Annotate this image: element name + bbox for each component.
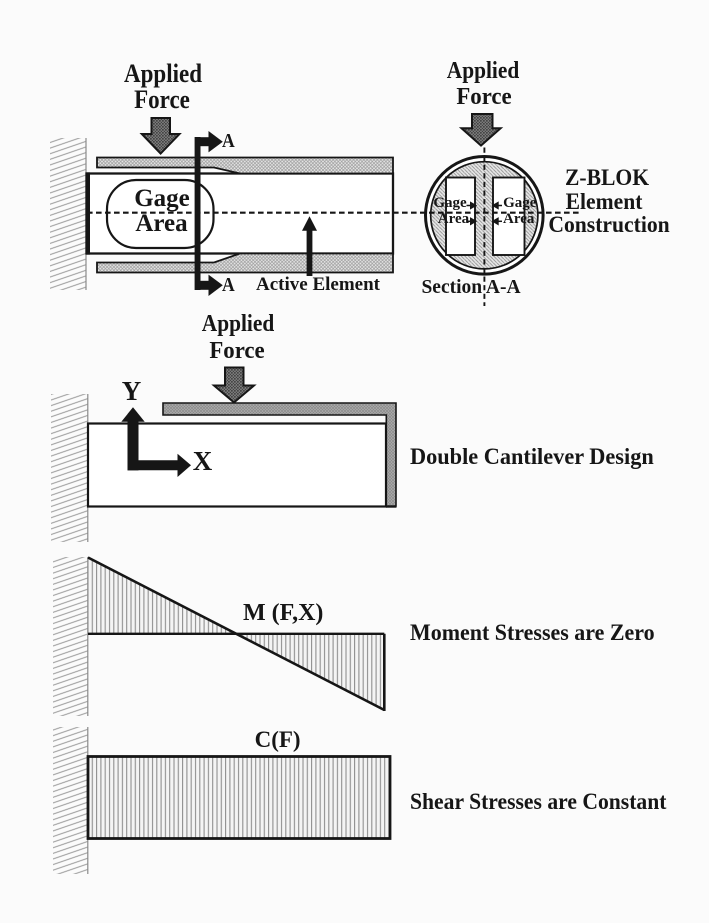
active-element-label: Active Element	[256, 274, 380, 296]
shear-group	[53, 727, 392, 874]
moment-group	[53, 556, 386, 716]
zblok-title-line2: Element	[565, 188, 643, 214]
zblok-title-line3: Construction	[547, 211, 670, 237]
section-cut-group	[194, 131, 223, 296]
gage-right-label-line1: Gage	[503, 195, 537, 211]
active-element-arrow	[302, 216, 317, 276]
x-axis-arrowhead	[177, 453, 191, 477]
cantilever-group	[51, 394, 397, 542]
section-cut-arrowhead-bottom	[208, 274, 223, 296]
applied-force-arrow-cantilever	[211, 366, 257, 404]
applied-force-arrow-section	[458, 113, 504, 147]
gage-area-label-line1: Gage	[134, 184, 190, 212]
shear-area	[86, 755, 392, 840]
applied-force-arrow-side	[139, 117, 182, 156]
applied-force-label-side-line2: Force	[133, 85, 190, 115]
shear-label: C(F)	[254, 727, 301, 753]
moment-label: M (F,X)	[243, 600, 324, 627]
loading-plate	[162, 402, 397, 507]
applied-force-label-section-line2: Force	[455, 84, 512, 110]
gage-left-label-line2: Area	[437, 211, 470, 227]
applied-force-label-section-line1: Applied	[446, 57, 520, 84]
active-element-arrowhead	[302, 216, 317, 231]
shear-wall-hatch	[53, 727, 88, 874]
section-letter-bottom: A	[221, 274, 235, 297]
applied-force-label-cantilever-line2: Force	[209, 337, 265, 364]
cantilever-caption: Double Cantilever Design	[410, 444, 654, 470]
coordinate-axes	[121, 407, 191, 477]
section-letter-top: A	[221, 129, 235, 152]
y-axis-arrowhead	[121, 407, 145, 422]
gage-left-label-line1: Gage	[433, 195, 467, 211]
gage-pointer-right-bottom	[491, 217, 499, 226]
gage-right-label-line2: Area	[502, 211, 535, 227]
gage-pointer-left-top	[470, 201, 478, 210]
bottom-flange	[96, 252, 394, 274]
active-element-arrow-shaft	[306, 229, 313, 276]
section-window-left	[445, 176, 476, 256]
gage-pointer-right-top	[491, 201, 499, 210]
gage-pointer-arrows	[466, 201, 502, 226]
moment-slope-line	[87, 556, 385, 712]
zblok-title-line1: Z-BLOK	[564, 164, 650, 190]
moment-caption: Moment Stresses are Zero	[410, 619, 655, 645]
section-cut-arrowhead-top	[208, 131, 223, 153]
section-cut-bar	[194, 137, 201, 290]
top-flange	[96, 156, 394, 175]
y-axis-label: Y	[121, 376, 142, 407]
gage-area-label-line2: Area	[135, 209, 188, 237]
section-caption: Section A-A	[421, 276, 521, 298]
centerlines-group	[87, 147, 580, 306]
gage-pointer-left-bottom	[470, 217, 478, 226]
applied-force-label-cantilever-line1: Applied	[201, 311, 275, 338]
moment-wall-hatch	[53, 557, 88, 716]
cantilever-wall-hatch	[51, 394, 88, 542]
side-view-group	[50, 138, 395, 290]
shear-caption: Shear Stresses are Constant	[410, 788, 667, 814]
x-axis-label: X	[192, 446, 213, 477]
side-wall-hatch	[50, 138, 86, 290]
section-window-right	[492, 176, 526, 256]
gage-area-bubble	[105, 178, 215, 250]
applied-force-label-side-line1: Applied	[123, 59, 203, 88]
